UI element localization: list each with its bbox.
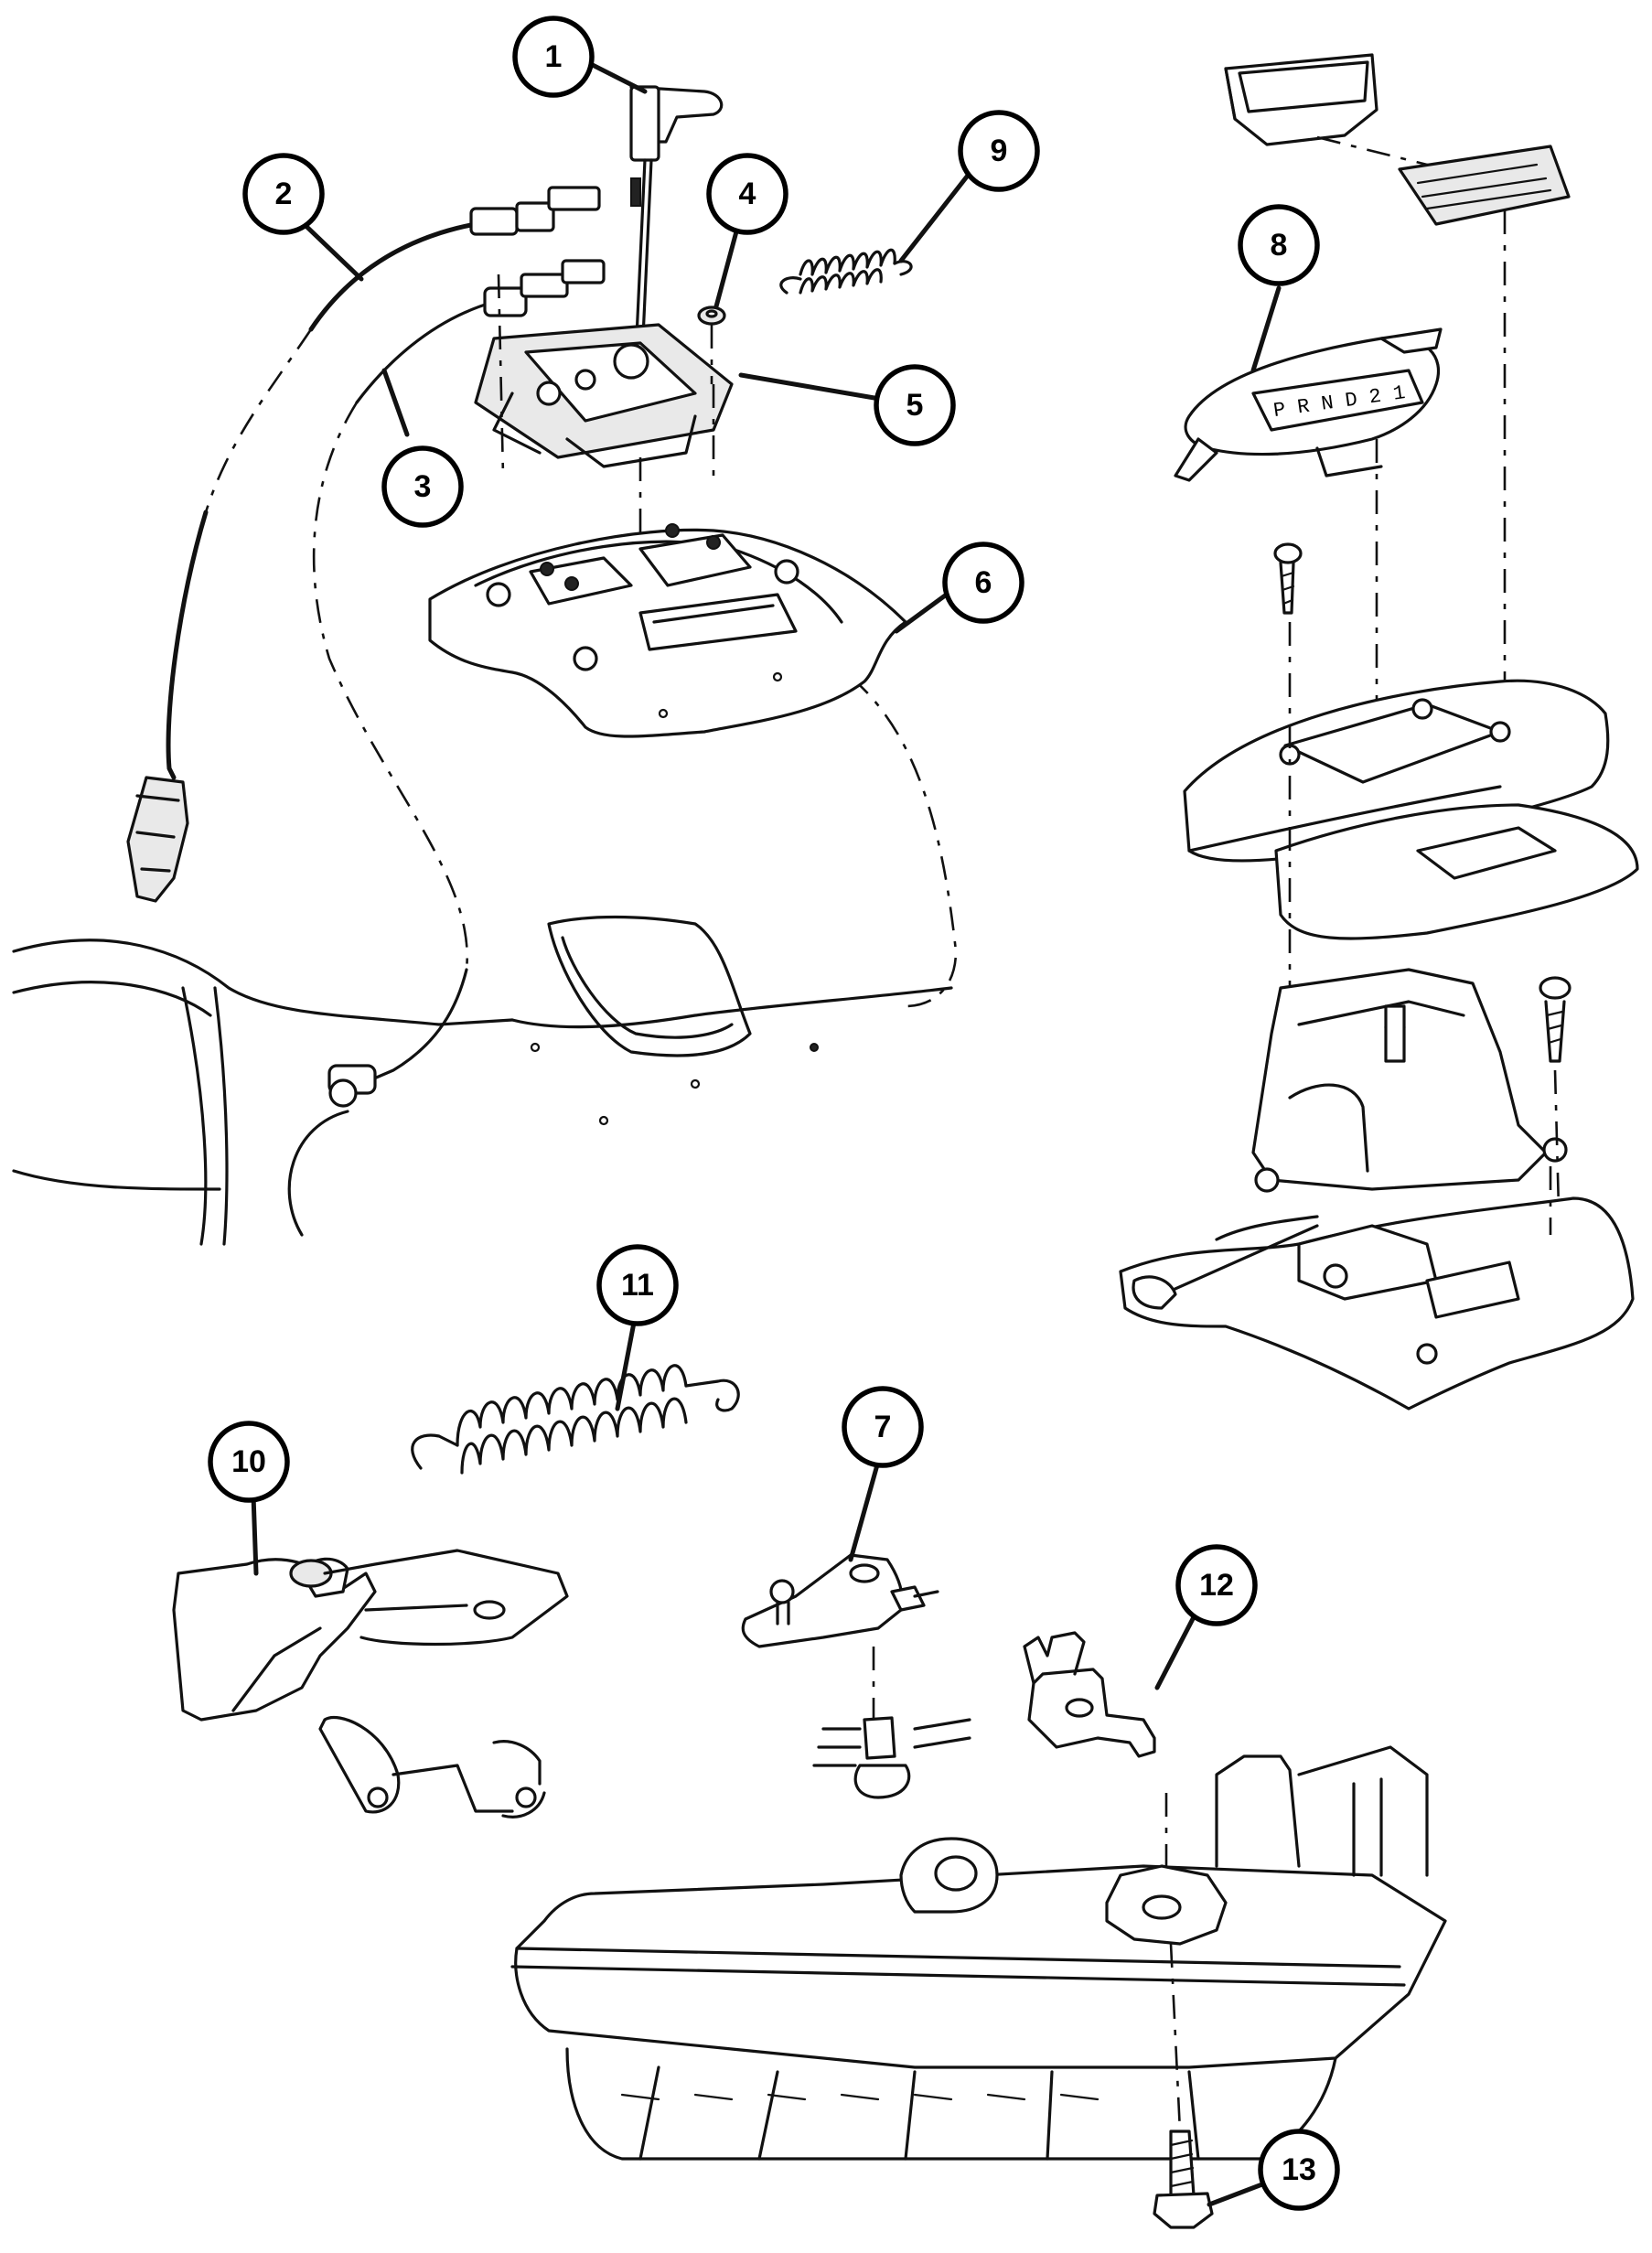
callout-7: 7 (842, 1386, 924, 1468)
callout-6: 6 (942, 542, 1024, 624)
floor-console-body (12, 676, 958, 1246)
callout-5: 5 (874, 364, 956, 446)
shift-cable-assemblies (126, 186, 606, 1108)
console-mounting-plate (428, 523, 907, 738)
callout-3-label: 3 (414, 469, 432, 504)
shift-bracket (172, 1549, 569, 1818)
callout-10-label: 10 (231, 1444, 266, 1479)
callout-1-label: 1 (545, 39, 563, 74)
mounting-boss-and-bolt (1105, 1793, 1228, 2229)
return-spring-small (779, 248, 913, 295)
retaining-washer (697, 306, 726, 384)
callout-13-label: 13 (1282, 2152, 1316, 2187)
callout-9-label: 9 (991, 134, 1008, 168)
callout-5-label: 5 (906, 388, 924, 423)
callout-4: 4 (706, 153, 788, 235)
callout-3: 3 (381, 445, 464, 528)
callout-2-label: 2 (275, 177, 293, 211)
callout-4-label: 4 (739, 177, 756, 211)
screw-right (1539, 976, 1572, 1245)
return-spring-large (411, 1364, 740, 1475)
callout-13: 13 (1258, 2129, 1340, 2211)
callout-8: 8 (1238, 204, 1320, 286)
shifter-base-bracket (1251, 968, 1568, 1193)
callout-8-label: 8 (1271, 228, 1288, 263)
callout-2: 2 (242, 153, 325, 235)
callout-1: 1 (512, 16, 595, 98)
screw-upper (1273, 542, 1303, 1034)
indicator-lens (1398, 145, 1571, 842)
callout-12-label: 12 (1199, 1568, 1234, 1603)
callout-7-label: 7 (874, 1410, 892, 1444)
callout-12: 12 (1175, 1544, 1258, 1626)
callout-6-label: 6 (975, 565, 992, 600)
indicator-lamp-housing (1224, 53, 1464, 176)
shift-indicator-bezel: P R N D 2 1 (1174, 327, 1443, 750)
cable-bracket (1023, 1631, 1156, 1758)
shift-mechanism-floor (1119, 1166, 1635, 1411)
callout-9: 9 (958, 110, 1040, 192)
manual-shift-lever (741, 1553, 971, 1799)
shift-lever-assembly (474, 85, 734, 585)
callout-10: 10 (208, 1421, 290, 1503)
console-top-cover (1183, 679, 1639, 940)
callout-11: 11 (596, 1244, 679, 1326)
transmission-case (510, 1745, 1447, 2161)
callout-11-label: 11 (621, 1268, 654, 1303)
